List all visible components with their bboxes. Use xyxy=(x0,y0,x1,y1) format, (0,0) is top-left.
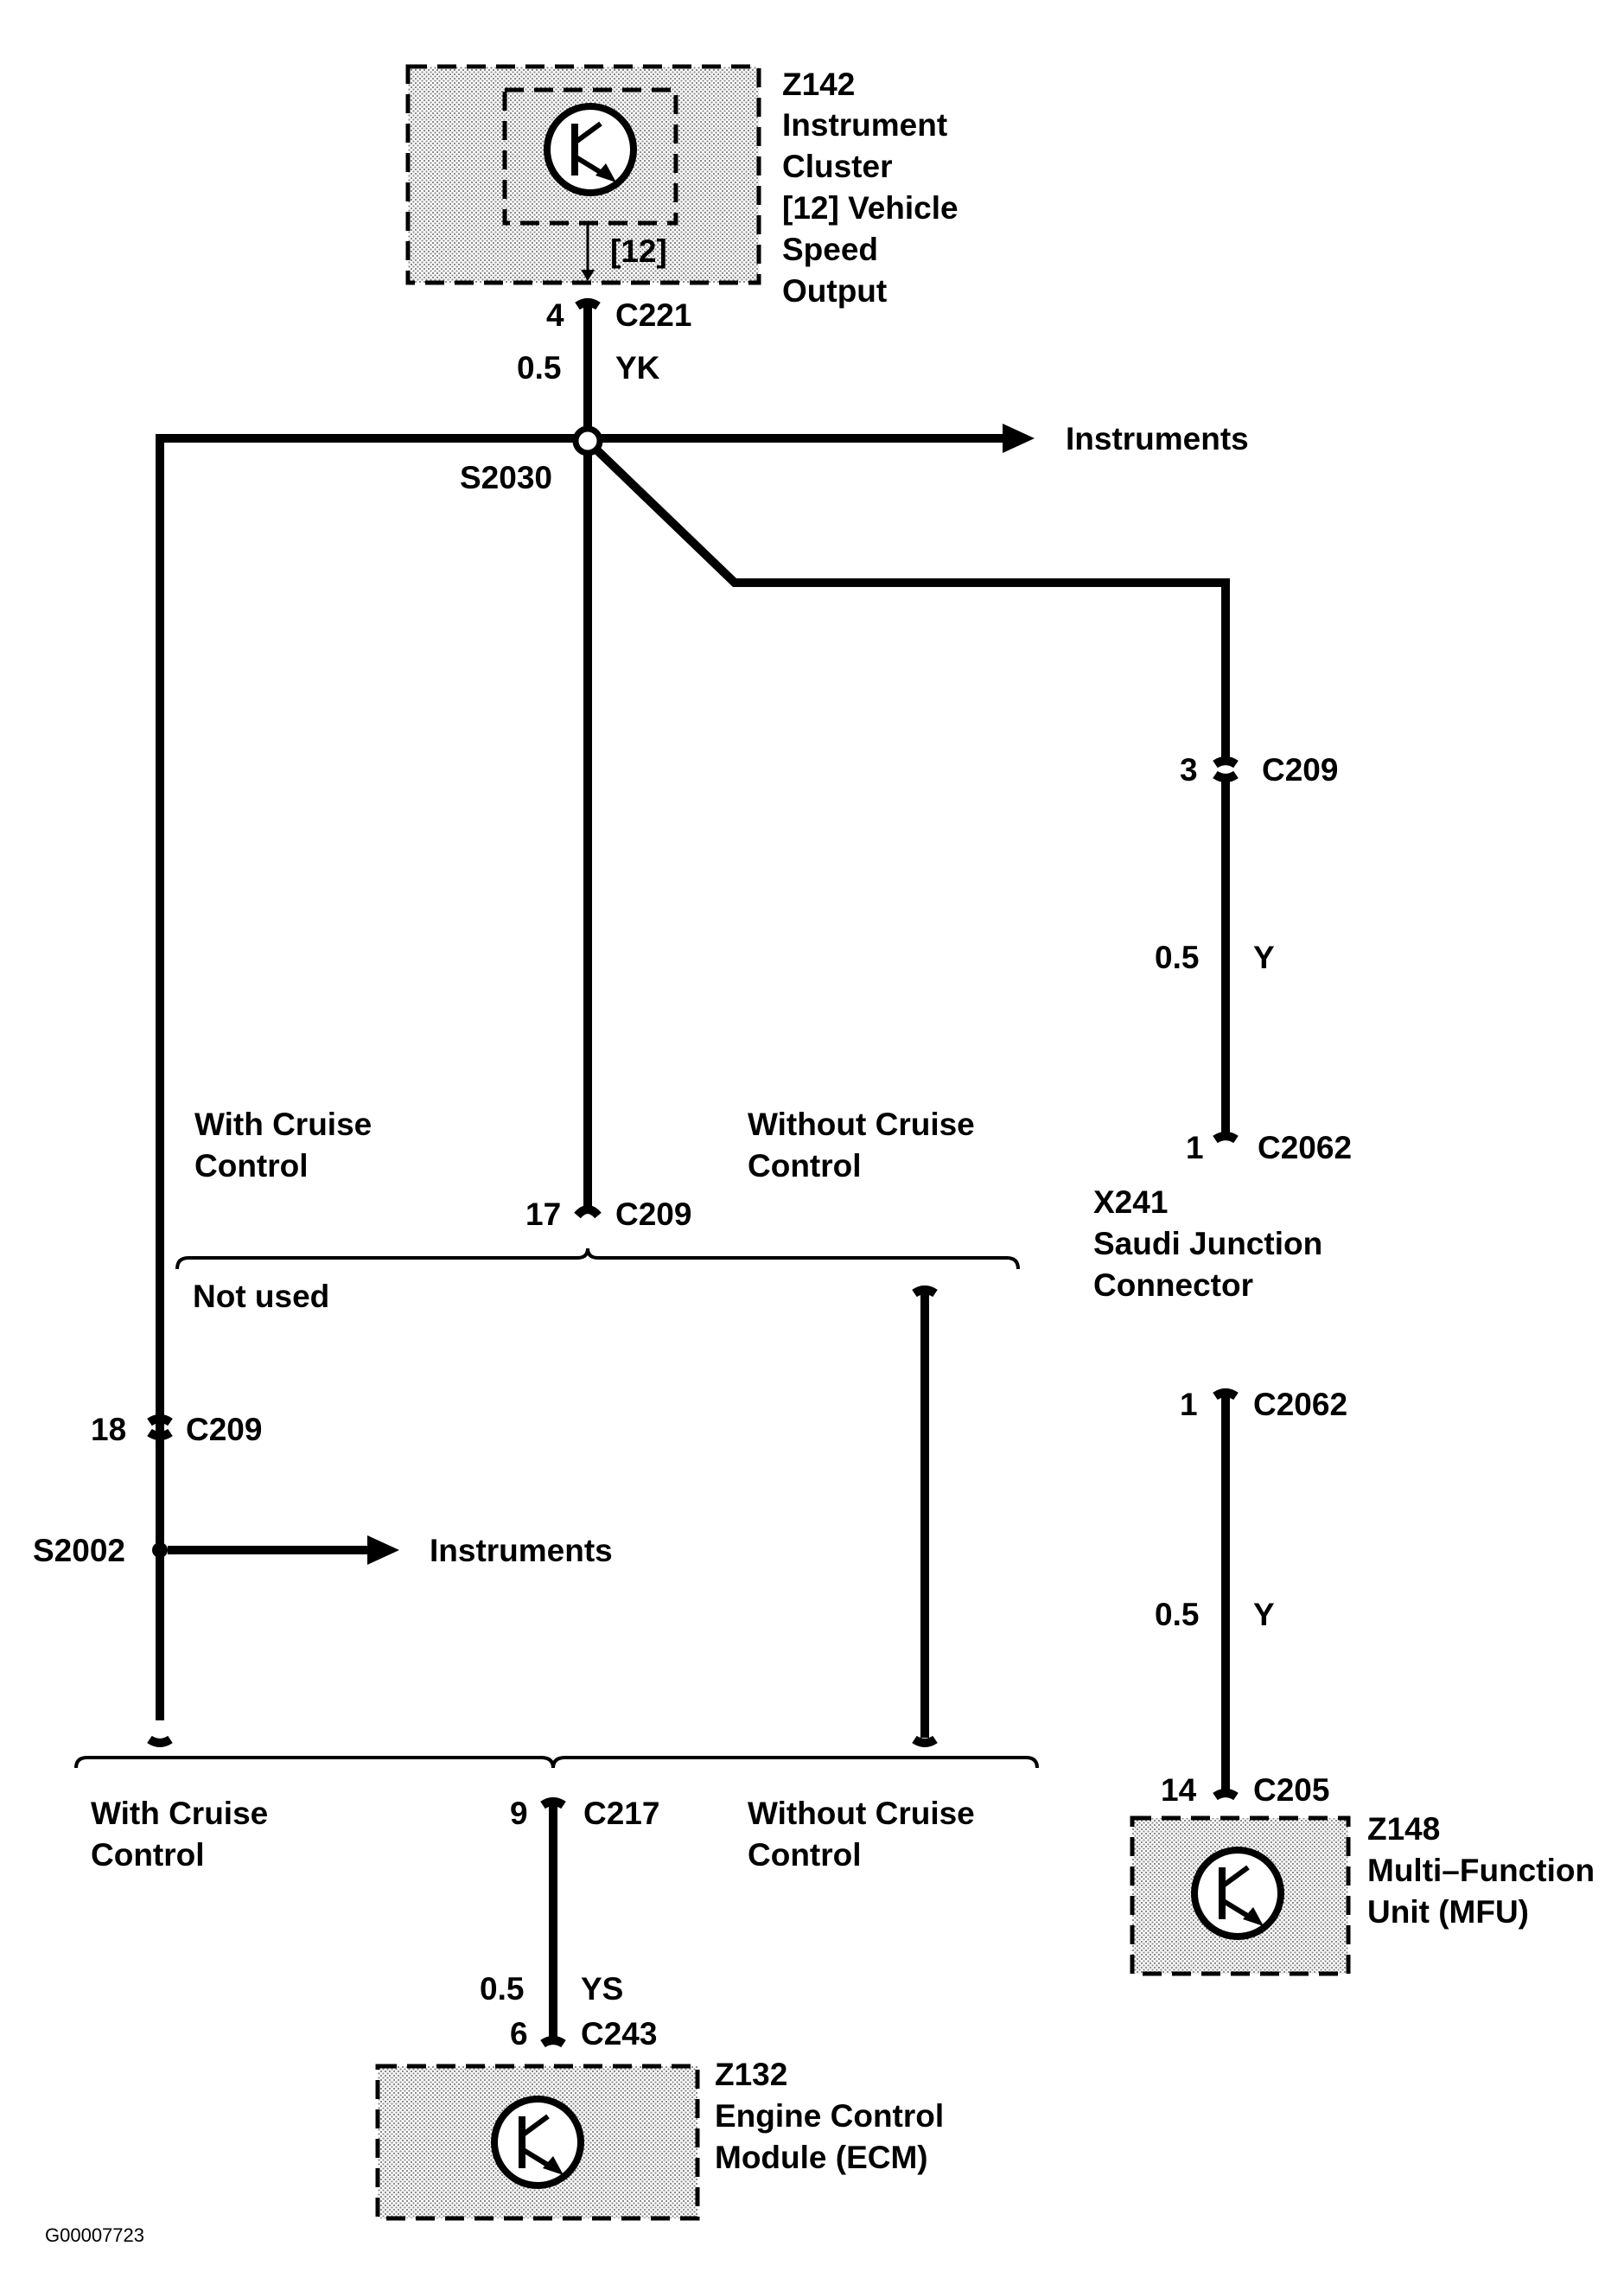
instrument-cluster-module: [12] xyxy=(405,64,761,285)
lower-without-cruise-2: Control xyxy=(748,1837,862,1873)
upper-without-cruise-2: Control xyxy=(748,1148,862,1184)
z148-name-2: Unit (MFU) xyxy=(1367,1894,1529,1930)
c2062-b-connector xyxy=(1213,1388,1239,1401)
c221-pin: 4 xyxy=(546,297,564,333)
upper-without-cruise-1: Without Cruise xyxy=(748,1107,975,1142)
x241-id: X241 xyxy=(1093,1184,1168,1220)
x241-name-2: Connector xyxy=(1093,1267,1253,1303)
lower-option-brace xyxy=(74,1756,1039,1769)
wire-y-saudi-color: Y xyxy=(1253,940,1275,975)
c217-connector xyxy=(540,1797,566,1809)
z142-name-5: Output xyxy=(782,273,887,309)
wire-saudi-branch xyxy=(593,446,1230,761)
c209-3-pin: 3 xyxy=(1180,752,1198,788)
c205-name: C205 xyxy=(1253,1772,1329,1808)
lower-without-cruise-1: Without Cruise xyxy=(748,1796,975,1831)
without-cruise-bottom-cap xyxy=(912,1735,938,1747)
c209-3-name: C209 xyxy=(1262,752,1338,788)
with-cruise-bottom-cap xyxy=(147,1735,173,1747)
c209-17-connector xyxy=(574,1205,602,1219)
c209-18-connector xyxy=(147,1414,173,1440)
splice-s2002-label: S2002 xyxy=(33,1533,125,1568)
z142-name-4: Speed xyxy=(782,232,878,267)
arrow-instruments-mid xyxy=(367,1535,399,1565)
c2062-a-connector xyxy=(1213,1132,1239,1144)
wire-ys-size: 0.5 xyxy=(480,1971,524,2007)
transistor-icon xyxy=(494,2099,581,2185)
c2062-a-name: C2062 xyxy=(1258,1130,1352,1165)
z142-name-1: Instrument xyxy=(782,107,947,143)
arrow-instruments-top xyxy=(1003,424,1035,453)
transistor-icon xyxy=(547,106,634,193)
splice-s2002 xyxy=(152,1542,168,1558)
figure-id: G00007723 xyxy=(45,2224,144,2246)
wire-yk-size: 0.5 xyxy=(517,350,561,386)
z142-name-2: Cluster xyxy=(782,149,892,184)
c205-connector xyxy=(1213,1789,1239,1801)
c221-name: C221 xyxy=(615,297,691,333)
c2062-b-name: C2062 xyxy=(1253,1387,1347,1422)
c217-name: C217 xyxy=(583,1796,659,1831)
c205-pin: 14 xyxy=(1161,1772,1197,1808)
c221-connector xyxy=(575,298,601,310)
z142-id: Z142 xyxy=(782,67,855,102)
z132-name-2: Module (ECM) xyxy=(715,2140,928,2175)
not-used-label: Not used xyxy=(193,1279,329,1314)
pin-tag-12: [12] xyxy=(610,233,667,269)
without-cruise-top-cap xyxy=(912,1286,938,1298)
upper-with-cruise-2: Control xyxy=(194,1148,309,1184)
c2062-b-pin: 1 xyxy=(1180,1387,1198,1422)
wire-y-saudi-size: 0.5 xyxy=(1155,940,1199,975)
x241-name-1: Saudi Junction xyxy=(1093,1226,1322,1261)
dest-instruments-top: Instruments xyxy=(1066,421,1249,456)
c209-18-pin: 18 xyxy=(91,1412,126,1447)
lower-with-cruise-1: With Cruise xyxy=(91,1796,268,1831)
c243-pin: 6 xyxy=(510,2016,528,2051)
c243-connector xyxy=(540,2036,566,2048)
wire-y-mfu-color: Y xyxy=(1253,1597,1275,1632)
transistor-icon xyxy=(1194,1850,1281,1937)
splice-s2030-label: S2030 xyxy=(460,460,552,495)
splice-s2030 xyxy=(572,425,603,456)
upper-option-brace xyxy=(175,1247,1020,1270)
wire-ys-color: YS xyxy=(581,1971,623,2007)
c209-18-name: C209 xyxy=(186,1412,262,1447)
c209-3-connector xyxy=(1213,756,1239,782)
z132-name-1: Engine Control xyxy=(715,2098,944,2134)
z132-id: Z132 xyxy=(715,2057,787,2092)
c217-pin: 9 xyxy=(510,1796,528,1831)
lower-with-cruise-2: Control xyxy=(91,1837,205,1873)
z148-name-1: Multi–Function xyxy=(1367,1853,1595,1888)
dest-instruments-mid: Instruments xyxy=(430,1533,613,1568)
z142-name-3: [12] Vehicle xyxy=(782,190,958,226)
z148-id: Z148 xyxy=(1367,1811,1440,1847)
wire-y-mfu-size: 0.5 xyxy=(1155,1597,1199,1632)
c209-17-pin: 17 xyxy=(525,1196,561,1232)
c243-name: C243 xyxy=(581,2016,657,2051)
engine-control-module xyxy=(375,2064,700,2221)
wire-top-bus xyxy=(156,434,1003,1720)
wire-yk-color: YK xyxy=(615,350,660,386)
multi-function-unit xyxy=(1130,1815,1351,1976)
c209-17-name: C209 xyxy=(615,1196,691,1232)
upper-with-cruise-1: With Cruise xyxy=(194,1107,372,1142)
c2062-a-pin: 1 xyxy=(1186,1130,1204,1165)
